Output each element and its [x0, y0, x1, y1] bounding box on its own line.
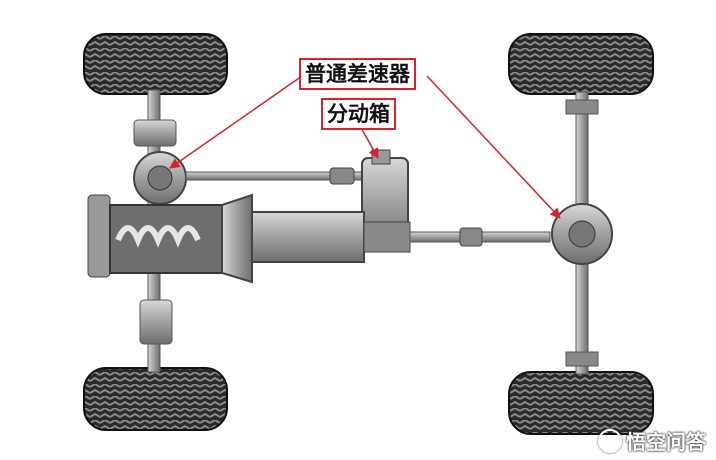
front-differential — [133, 151, 187, 205]
watermark-text: 悟空问答 — [626, 430, 706, 454]
front-driveshaft — [185, 167, 367, 185]
tire-front-right — [508, 33, 654, 95]
rear-differential — [551, 203, 613, 265]
engine — [87, 193, 253, 284]
callout-arrows — [169, 75, 561, 219]
transmission — [251, 211, 411, 263]
differential-label: 普通差速器 — [299, 58, 416, 90]
tire-rear-right — [508, 371, 654, 435]
watermark: 悟空问答 — [598, 426, 706, 455]
transfer-case-label: 分动箱 — [321, 98, 396, 130]
tire-front-left — [83, 33, 228, 95]
rear-driveshaft — [409, 227, 551, 247]
tire-rear-left — [83, 367, 228, 431]
wukong-logo-icon — [598, 428, 622, 453]
